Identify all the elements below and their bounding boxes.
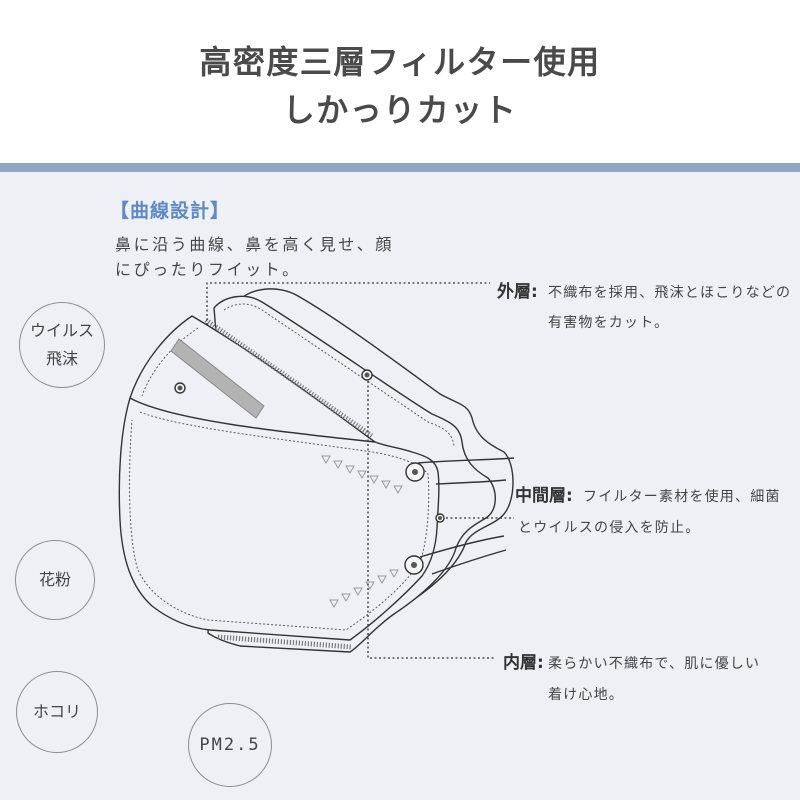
outer-layer-label: 外層: xyxy=(497,282,538,302)
outer-layer-marker-dot xyxy=(361,369,373,381)
page-title-line2: しかっりカット xyxy=(282,91,518,129)
curve-design-text-line2: にぴったりフイット。 xyxy=(115,260,301,279)
lower-panel-stitch xyxy=(129,411,430,631)
nose-ridge-rib xyxy=(204,317,374,439)
mask-fold-line xyxy=(129,397,376,443)
middle-layer-text-line1: フイルター素材を使用、細菌 xyxy=(583,489,781,505)
mask-front-layer xyxy=(118,315,440,641)
inner-layer-label: 内層: xyxy=(503,653,544,673)
outer-layer-text-line2: 有害物をカット。 xyxy=(548,315,670,331)
outer-layer-separator: : xyxy=(531,282,538,302)
curve-design-text-line1: 鼻に沿う曲線、鼻を高く見せ、顔 xyxy=(115,235,395,254)
outer-layer-text-line1: 不織布を採用、飛沫とほこりなどの xyxy=(548,285,792,301)
ear-loop-lower xyxy=(419,535,507,575)
inner-layer-text-line2: 着け心地。 xyxy=(548,687,624,703)
page-title-line1: 高密度三層フィルター使用 xyxy=(199,43,601,81)
badge-label-line: 飛沫 xyxy=(45,349,78,368)
badge-virus-droplets: ウイルス 飛沫 xyxy=(19,302,105,388)
curve-design-heading: 【曲線設計】 xyxy=(110,200,231,222)
header-divider-stripe xyxy=(0,163,800,172)
upper-triangle-marks xyxy=(321,455,403,495)
ear-button-upper xyxy=(405,462,425,482)
middle-layer-text-line2: とウイルスの侵入を防止。 xyxy=(518,520,701,536)
outer-layer-leader-line xyxy=(206,282,490,325)
inner-layer-leader-line xyxy=(367,381,495,659)
badge-label-line: ホコリ xyxy=(32,702,81,721)
badge-label-line: ウイルス xyxy=(29,321,94,340)
badge-pm25: PM2.5 xyxy=(188,703,272,787)
badge-label-line: 花粉 xyxy=(38,570,71,589)
middle-layer-stitch xyxy=(223,303,455,447)
inner-layer-text-line1: 柔らかい不織布で、肌に優しい xyxy=(548,656,761,672)
lower-triangle-marks xyxy=(329,569,399,609)
middle-layer-marker-dot xyxy=(435,513,445,523)
badge-pollen: 花粉 xyxy=(15,540,95,620)
middle-layer-label-text: 中間層 xyxy=(515,486,566,506)
middle-layer-separator: : xyxy=(566,486,573,506)
ear-loop-upper xyxy=(417,457,515,485)
badge-label-line: PM2.5 xyxy=(199,735,261,755)
inner-layer-separator: : xyxy=(537,653,544,673)
outer-layer-label-text: 外層 xyxy=(497,282,531,302)
middle-layer-label: 中間層: xyxy=(515,486,573,506)
mask-back-layer xyxy=(219,288,514,643)
upper-panel-stitch xyxy=(141,327,199,397)
inner-layer-label-text: 内層 xyxy=(503,653,537,673)
ear-button-lower xyxy=(404,555,424,575)
nose-marker-dot xyxy=(174,382,186,394)
header-band xyxy=(0,0,800,163)
bottom-edge-rib xyxy=(217,634,353,650)
mask-middle-layer xyxy=(207,295,496,653)
nose-wire-strip xyxy=(170,338,265,419)
badge-dust: ホコリ xyxy=(16,671,98,753)
